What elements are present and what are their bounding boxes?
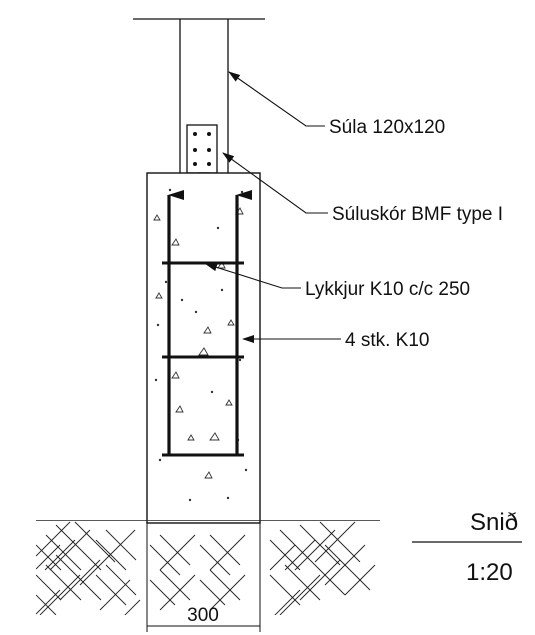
reinforcement [162,190,252,457]
dimension-300: 300 [146,523,261,632]
label-stirrups: Lykkjur K10 c/c 250 [305,279,470,300]
dimension-value: 300 [187,605,219,626]
title-block: Snið 1:20 [412,509,522,586]
scale-label: 1:20 [466,559,513,586]
ground-hatch [36,520,380,615]
concrete-footing [146,172,261,524]
label-main-bars: 4 stk. K10 [345,330,430,351]
label-column: Súla 120x120 [329,117,445,138]
label-post-base: Súluskór BMF type I [332,204,503,225]
column [133,18,265,175]
leader-lines [205,71,341,343]
section-title: Snið [470,509,518,536]
